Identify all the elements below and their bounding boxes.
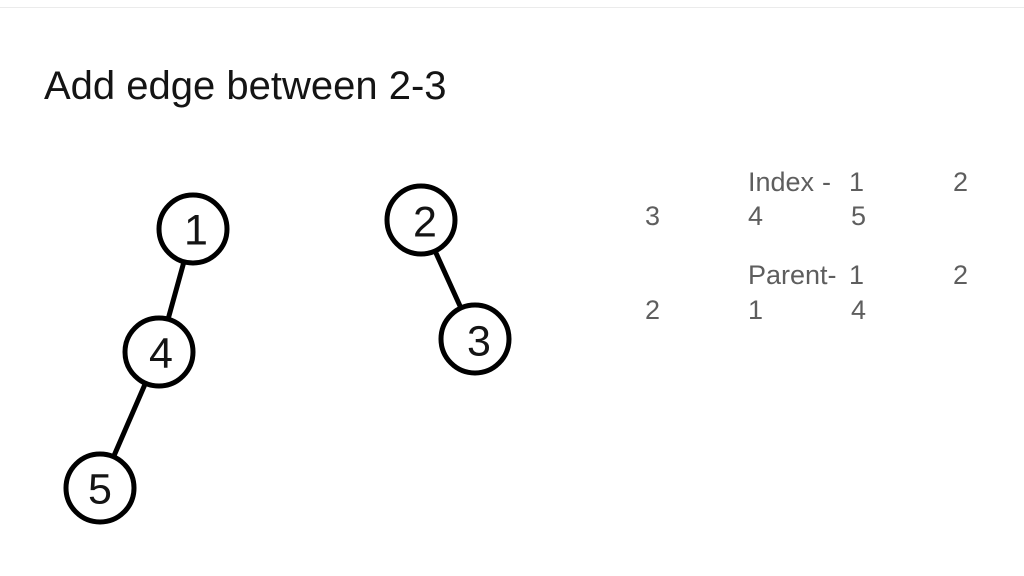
node-1-label: 1 [184, 206, 208, 254]
index-array-label: Index [748, 167, 815, 197]
node-2-circle [384, 183, 458, 257]
slide-title: Add edge between 2-3 [44, 64, 447, 108]
parent-value-5: 4 [851, 295, 867, 325]
node-3-circle [438, 302, 512, 376]
index-value-1: 1 [849, 167, 865, 197]
parent-value-1: 1 [849, 260, 865, 290]
node-1: 1 [156, 192, 230, 266]
node-5: 5 [63, 451, 137, 525]
node-3: 3 [438, 302, 512, 376]
node-4-circle [122, 315, 196, 389]
node-3-label: 3 [467, 317, 491, 365]
node-1-circle [156, 192, 230, 266]
parent-value-4: 1 [748, 295, 764, 325]
index-array-separator: - [822, 167, 831, 197]
node-2-label: 2 [413, 198, 437, 246]
parent-value-3: 2 [645, 295, 661, 325]
top-divider [0, 7, 1024, 8]
node-4-label: 4 [149, 329, 173, 377]
parent-array-label: Parent- [748, 260, 837, 290]
index-value-4: 4 [748, 201, 764, 231]
node-5-circle [63, 451, 137, 525]
node-5-label: 5 [88, 465, 112, 513]
node-4: 4 [122, 315, 196, 389]
index-value-2: 2 [953, 167, 969, 197]
index-value-3: 3 [645, 201, 661, 231]
parent-value-2: 2 [953, 260, 969, 290]
index-value-5: 5 [851, 201, 867, 231]
node-2: 2 [384, 183, 458, 257]
